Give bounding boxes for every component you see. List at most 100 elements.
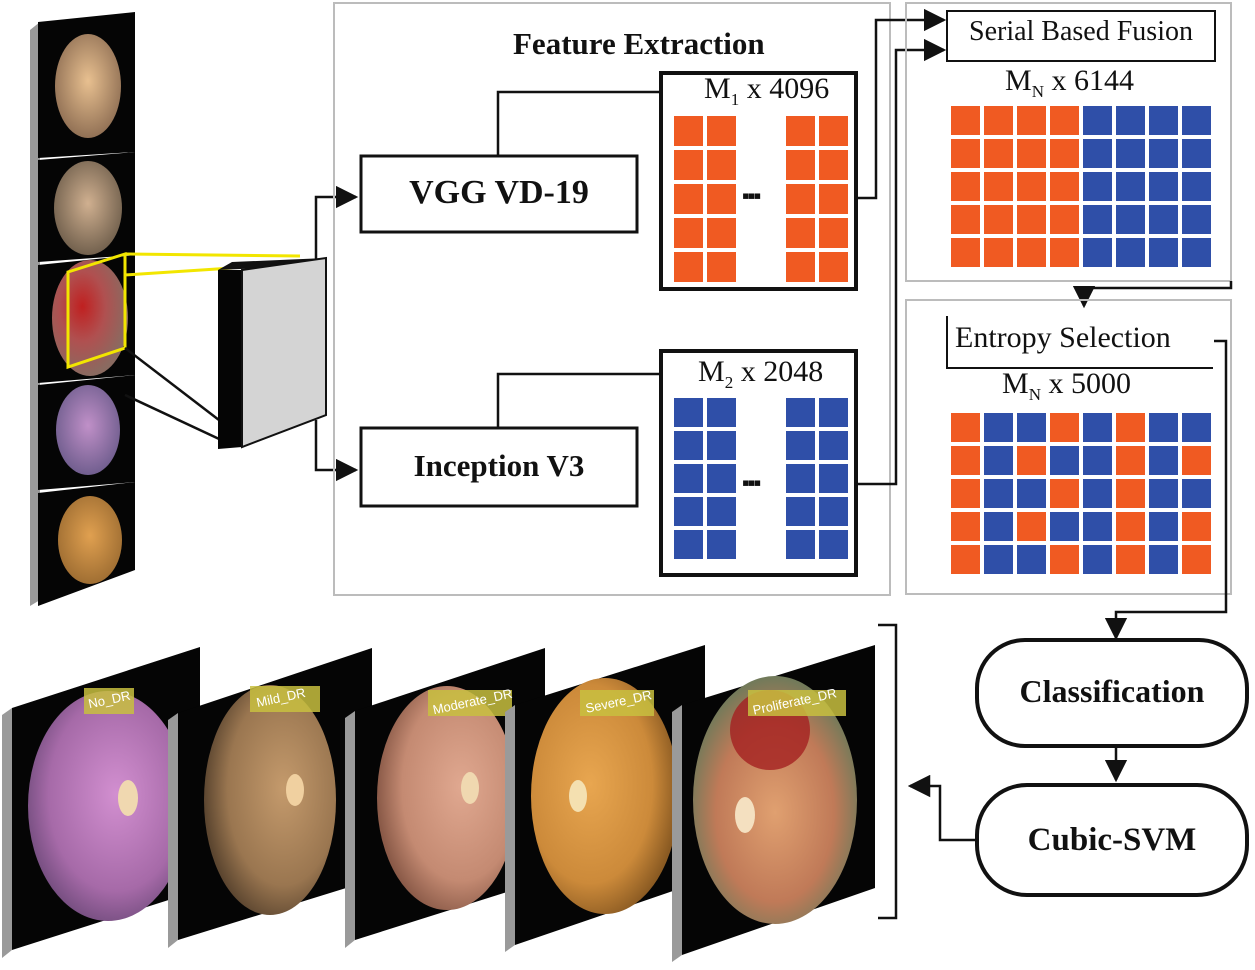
branch-arrows xyxy=(314,185,359,482)
feature-cell xyxy=(1116,446,1145,475)
feature-cell xyxy=(707,184,736,214)
feature-cell xyxy=(984,172,1013,201)
feature-cell xyxy=(1017,545,1046,574)
selection-dim: MN x 5000 xyxy=(1002,367,1131,405)
selection-title: Entropy Selection xyxy=(955,321,1171,354)
selection-feature-cells xyxy=(951,413,1211,574)
feature-cell xyxy=(1182,479,1211,508)
fusion-title-box xyxy=(946,10,1216,62)
feature-cell xyxy=(786,116,815,146)
fusion-panel xyxy=(905,2,1232,282)
feature-cell xyxy=(984,238,1013,267)
selection-to-classification-arrow xyxy=(1104,339,1228,641)
feature-cell xyxy=(951,139,980,168)
feature-cell xyxy=(707,464,736,493)
feature-cell xyxy=(984,205,1013,234)
vgg-to-fusion-arrow xyxy=(856,8,947,200)
feature-cell xyxy=(1182,545,1211,574)
vgg-feature-cells xyxy=(674,116,848,282)
feature-cell xyxy=(819,116,848,146)
feature-cell xyxy=(1116,106,1145,135)
output-image-moderate-dr xyxy=(345,648,545,948)
input-image-2 xyxy=(38,152,135,262)
feature-cell xyxy=(1182,205,1211,234)
vgg-ellipsis: ▪▪▪ xyxy=(742,183,761,208)
feature-cell xyxy=(1149,205,1178,234)
input-image-stack xyxy=(30,12,135,606)
feature-cell xyxy=(984,106,1013,135)
feature-cell xyxy=(1116,205,1145,234)
feature-cell xyxy=(1083,205,1112,234)
feature-cell xyxy=(1050,238,1079,267)
feature-cell xyxy=(1116,413,1145,442)
inception-dim-sub: 2 xyxy=(724,373,734,392)
selection-dim-sub: N xyxy=(1028,385,1041,404)
feature-cell xyxy=(786,252,815,282)
feature-cell xyxy=(984,479,1013,508)
feature-cell xyxy=(1050,139,1079,168)
feature-cell xyxy=(1149,479,1178,508)
output-image-severe-dr xyxy=(505,645,705,952)
feature-cell xyxy=(819,497,848,526)
output-image-no-dr xyxy=(2,647,200,958)
feature-cell xyxy=(951,238,980,267)
feature-cell xyxy=(1116,479,1145,508)
cubic-svm-label: Cubic-SVM xyxy=(1027,822,1197,858)
feature-cell xyxy=(1083,512,1112,541)
feature-cell xyxy=(1182,172,1211,201)
feature-cell xyxy=(786,431,815,460)
feature-cell xyxy=(819,184,848,214)
fusion-dim-sub: N xyxy=(1031,82,1044,101)
feature-cell xyxy=(1017,479,1046,508)
feature-cell xyxy=(707,497,736,526)
feature-cell xyxy=(1083,479,1112,508)
feature-cell xyxy=(786,218,815,248)
feature-cell xyxy=(951,106,980,135)
vgg-dim-base: M xyxy=(704,72,731,105)
feature-cell xyxy=(1116,139,1145,168)
feature-cell xyxy=(1182,446,1211,475)
feature-cell xyxy=(951,545,980,574)
feature-cell xyxy=(984,512,1013,541)
inception-box xyxy=(359,426,639,508)
feature-cell xyxy=(951,446,980,475)
svm-to-output-arrow xyxy=(907,774,977,842)
feature-cell xyxy=(819,218,848,248)
inception-dim-base: M xyxy=(698,355,725,388)
feature-cell xyxy=(786,184,815,214)
feature-cell xyxy=(1017,139,1046,168)
feature-cell xyxy=(1116,172,1145,201)
output-image-mild-dr xyxy=(168,648,372,948)
feature-cell xyxy=(819,431,848,460)
input-image-5 xyxy=(38,482,135,606)
vgg-dim-sub: 1 xyxy=(730,90,740,109)
feature-cell xyxy=(1050,106,1079,135)
feature-cell xyxy=(951,205,980,234)
feature-cell xyxy=(951,413,980,442)
feature-cell xyxy=(1149,106,1178,135)
inception-dim-rest: x 2048 xyxy=(733,355,824,388)
convolution-filter-block xyxy=(218,256,327,449)
feature-cell xyxy=(1050,545,1079,574)
feature-cell xyxy=(1017,413,1046,442)
feature-cell xyxy=(1116,512,1145,541)
feature-cell xyxy=(674,464,703,493)
feature-cell xyxy=(1083,413,1112,442)
feature-cell xyxy=(674,116,703,146)
feature-cell xyxy=(1050,413,1079,442)
feature-cell xyxy=(1083,446,1112,475)
feature-cell xyxy=(674,497,703,526)
feature-extraction-title: Feature Extraction xyxy=(513,26,765,61)
feature-cell xyxy=(674,252,703,282)
fusion-to-selection-arrow xyxy=(1072,281,1233,309)
feature-cell xyxy=(674,530,703,559)
inception-ellipsis: ▪▪▪ xyxy=(742,470,761,495)
feature-cell xyxy=(984,413,1013,442)
input-image-1 xyxy=(38,12,135,158)
feature-cell xyxy=(1017,446,1046,475)
feature-cell xyxy=(786,530,815,559)
classification-node xyxy=(975,638,1249,748)
feature-cell xyxy=(951,512,980,541)
